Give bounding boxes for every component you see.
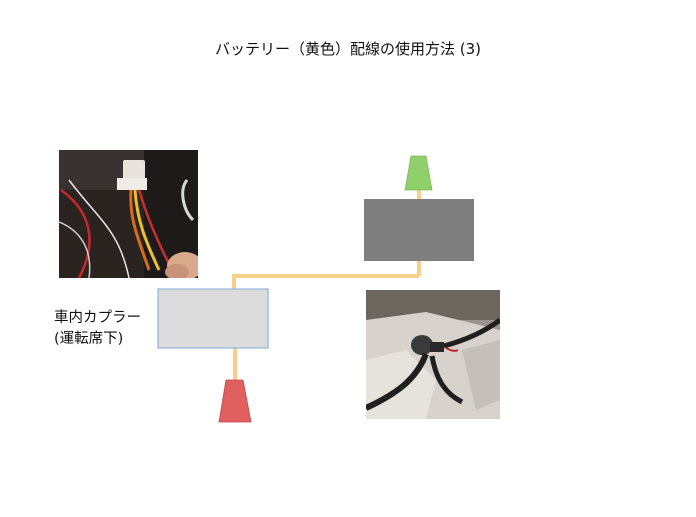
red-connector-icon bbox=[218, 379, 252, 423]
coupler-box bbox=[157, 288, 269, 349]
battery-photo bbox=[366, 290, 500, 419]
slide-title: バッテリー（黄色）配線の使用方法 (3) bbox=[214, 40, 482, 58]
device-box bbox=[364, 199, 474, 261]
coupler-photo bbox=[59, 150, 198, 278]
coupler-label: 車内カプラー (運転席下) bbox=[54, 308, 141, 350]
coupler-label-line2: (運転席下) bbox=[54, 331, 124, 347]
green-connector-icon bbox=[404, 155, 433, 191]
coupler-label-line1: 車内カプラー bbox=[54, 310, 141, 326]
